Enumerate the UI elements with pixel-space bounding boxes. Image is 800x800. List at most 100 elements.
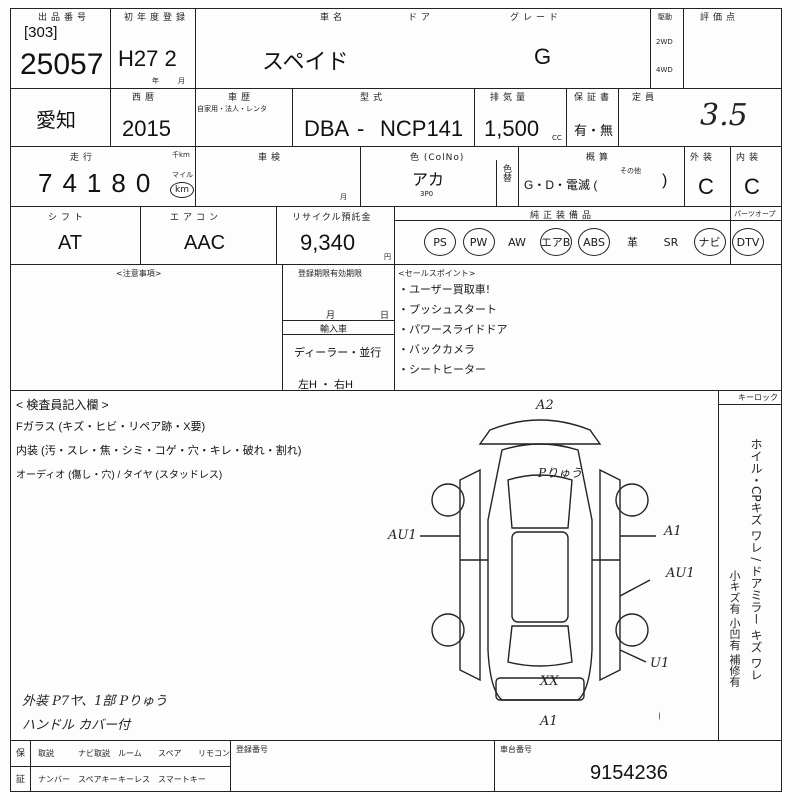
km-label: km xyxy=(175,185,189,195)
cc-unit: CC xyxy=(552,134,562,142)
exhibit-label: 出品番号 xyxy=(38,13,91,23)
equipment-label: ナビ xyxy=(698,236,721,249)
handwritten-note-1: 外装 P7ヤ、1部 Pりゅう xyxy=(22,694,168,709)
lot-number: 25057 xyxy=(20,48,104,81)
col-divider xyxy=(140,206,141,264)
row-divider xyxy=(394,220,782,221)
color: アカ xyxy=(412,172,445,189)
mark-left: AU1 xyxy=(388,528,417,543)
drive-label: 駆動 xyxy=(658,13,672,21)
col-divider xyxy=(494,740,495,792)
col-divider xyxy=(30,740,31,792)
col-divider xyxy=(195,146,196,206)
equipment-item: ナビ xyxy=(693,228,726,256)
wheel-fr xyxy=(615,483,649,517)
model-label: 型式 xyxy=(360,93,387,103)
footer-item: スマートキー xyxy=(158,775,206,784)
wheel-fl xyxy=(431,483,465,517)
col-divider xyxy=(110,8,111,88)
model-prefix: DBA xyxy=(304,116,350,141)
mark-rear-right: U1 xyxy=(650,656,670,671)
col-divider xyxy=(566,88,567,146)
mark-front: A2 xyxy=(536,398,554,413)
km-circle: km xyxy=(170,182,194,198)
car-diagram xyxy=(420,419,660,721)
col-divider xyxy=(718,390,719,740)
model-code: NCP141 xyxy=(380,116,464,141)
mileage: 74180 xyxy=(38,168,161,198)
footer-item: スペアキー xyxy=(78,775,118,784)
col-divider xyxy=(195,8,196,88)
footer-item: ルーム xyxy=(118,749,142,758)
equipment-label: エアB xyxy=(540,236,571,249)
row-divider xyxy=(10,88,782,89)
year-label: 年 xyxy=(152,77,159,85)
equipment-item: エアB xyxy=(539,228,572,256)
color-code: 3P0 xyxy=(420,190,434,198)
col-divider xyxy=(110,88,111,146)
mark-right-mid: AU1 xyxy=(666,566,695,581)
car-body xyxy=(487,443,593,701)
sales-point: ・シートヒーター xyxy=(398,363,486,376)
recycle-label: リサイクル預託金 xyxy=(292,213,372,223)
recycle: 9,340 xyxy=(300,230,356,255)
equipment-label: AW xyxy=(508,235,526,249)
score: 3.5 xyxy=(700,98,748,133)
interior-label: 内装 xyxy=(736,153,763,163)
inspection-title: < 検査員記入欄 > xyxy=(16,398,109,412)
footer-item: 取説 xyxy=(38,749,54,758)
row-divider xyxy=(10,146,684,147)
col-divider xyxy=(650,8,651,88)
equipment-item: SR xyxy=(655,228,687,256)
equipment-item: PW xyxy=(462,228,495,256)
side-note: ホイル・CPキズ ワレ / ドアミラー キズ ワレ xyxy=(749,438,763,681)
mark-roof: Pりゅう xyxy=(538,466,583,480)
col-divider xyxy=(684,146,685,206)
displacement-label: 排気量 xyxy=(490,93,530,103)
region: 愛知 xyxy=(36,110,76,132)
dealer-parallel: ディーラー・並行 xyxy=(294,347,382,359)
mark-rear: A1 xyxy=(540,714,558,729)
wheel-rr xyxy=(615,613,649,647)
sales-point: ・バックカメラ xyxy=(398,343,475,356)
equipment-label: PW xyxy=(469,235,488,249)
period-day: 日 xyxy=(380,311,390,321)
equipment-item: AW xyxy=(501,228,533,256)
equipment-item: ABS xyxy=(578,228,610,256)
displacement: 1,500 xyxy=(484,116,540,141)
sales-point: ・ユーザー買取車! xyxy=(398,283,491,296)
mileage-label: 走行 xyxy=(70,153,97,163)
memo-label: <注意事項> xyxy=(116,269,162,278)
extras-other: その他 xyxy=(620,167,641,175)
equipment-item: 革 xyxy=(617,228,649,256)
sales-points: ・ユーザー買取車!・プッシュスタート・パワースライドドア・バックカメラ・シートヒ… xyxy=(398,280,507,380)
chassis-label: 車台番号 xyxy=(500,745,532,754)
side-note-2: 小キズ有 小凹有 補修有 xyxy=(728,570,741,687)
row-divider xyxy=(10,740,782,741)
col-divider xyxy=(730,146,731,206)
footer-item: ナンバー xyxy=(38,775,70,784)
grade-label: グレード xyxy=(510,13,563,23)
footer-left-2: 証 xyxy=(16,775,26,785)
car-name: スペイド xyxy=(262,49,349,74)
col-divider xyxy=(394,264,395,390)
period-label: 登録期限有効期限 xyxy=(298,269,362,278)
score-label: 評価点 xyxy=(700,13,740,23)
row-divider xyxy=(282,334,394,335)
equipment-label: SR xyxy=(663,235,679,249)
first-reg: H27 2 xyxy=(118,46,177,71)
footer-left-1: 保 xyxy=(16,749,26,759)
windshield xyxy=(507,474,573,529)
row-divider xyxy=(718,404,782,405)
row-divider xyxy=(10,264,782,265)
shaken-sub: 自家用・法人・レンタ xyxy=(197,105,267,113)
col-divider xyxy=(282,264,283,390)
mark-rear-center: XX xyxy=(540,674,559,689)
front-bumper xyxy=(478,419,602,445)
col-divider xyxy=(276,206,277,264)
shift: AT xyxy=(58,232,83,254)
handwritten-note-2: ハンドル カバー付 xyxy=(22,718,131,733)
shift-label: シフト xyxy=(48,213,88,223)
equipment-label: 純正装備品 xyxy=(530,211,596,221)
door-label: ドア xyxy=(408,13,435,23)
